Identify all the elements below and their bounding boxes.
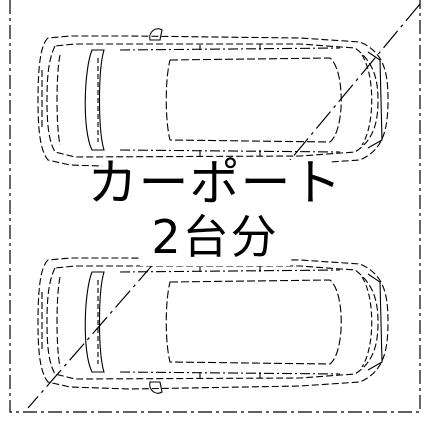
diagonal-upper xyxy=(285,3,421,166)
carport-title: カーポート xyxy=(87,154,343,212)
car-bottom xyxy=(37,257,389,394)
carport-boundary xyxy=(9,0,421,413)
label-backing-2 xyxy=(140,214,290,266)
carport-capacity: 2台分 xyxy=(151,210,279,264)
label-backing-1 xyxy=(102,160,330,214)
car-top xyxy=(37,28,389,168)
